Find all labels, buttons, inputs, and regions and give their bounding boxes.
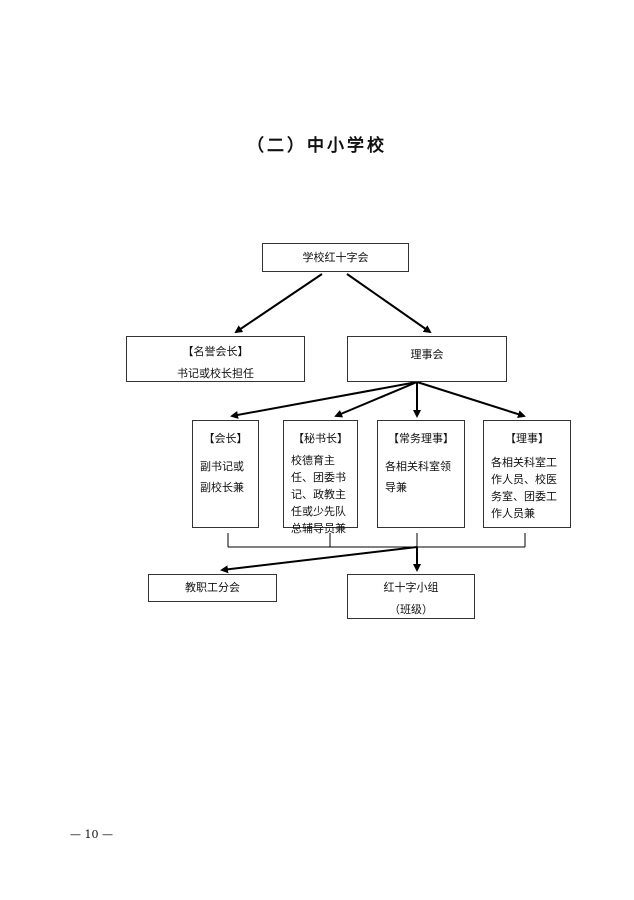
staff-union-box: 教职工分会 [148, 574, 277, 602]
arrow-council-to-secretary [334, 381, 418, 418]
staff-union-label: 教职工分会 [185, 581, 240, 594]
director-line: 务室、团委工 [491, 490, 557, 503]
arrow-root-to-council [346, 273, 432, 334]
director-line: 各相关科室工 [491, 456, 557, 469]
secretary-line: 记、政教主 [291, 488, 346, 501]
executive-line: 各相关科室领 [385, 460, 451, 473]
honorary-desc: 书记或校长担任 [177, 367, 254, 380]
secretary-general-box: 【秘书长】 校德育主 任、团委书 记、政教主 任或少先队 总辅导员兼 [283, 420, 358, 535]
arrow-council-to-president [230, 381, 418, 419]
director-line: 作人员兼 [491, 507, 535, 520]
president-box: 【会长】 副书记或 副校长兼 [192, 420, 259, 528]
arrow-to-union [220, 546, 418, 574]
executive-director-box: 【常务理事】 各相关科室领 导兼 [377, 420, 465, 528]
secretary-line: 总辅导员兼 [291, 522, 346, 535]
secretary-title: 【秘书长】 [293, 432, 348, 445]
president-line: 副校长兼 [200, 481, 244, 494]
root-label: 学校红十字会 [302, 251, 369, 264]
secretary-line: 校德育主 [291, 454, 335, 467]
council-label: 理事会 [410, 348, 444, 361]
council-box: 理事会 [347, 336, 507, 382]
director-line: 作人员、校医 [491, 473, 557, 486]
president-line: 副书记或 [200, 460, 244, 473]
page-heading: （二）中小学校 [247, 136, 387, 156]
secretary-line: 任、团委书 [291, 471, 346, 484]
group-sub: （班级） [389, 603, 433, 616]
root-box: 学校红十字会 [262, 243, 409, 272]
arrow-council-to-director [416, 381, 526, 418]
page-number: — 10 — [70, 828, 113, 841]
director-box: 【理事】 各相关科室工 作人员、校医 务室、团委工 作人员兼 [483, 420, 571, 528]
honorary-title: 【名誉会长】 [182, 345, 249, 358]
honorary-president-box: 【名誉会长】 书记或校长担任 [126, 336, 305, 382]
executive-title: 【常务理事】 [388, 432, 454, 445]
director-title: 【理事】 [505, 432, 549, 445]
group-label: 红十字小组 [383, 581, 439, 594]
red-cross-group-box: 红十字小组 （班级） [347, 574, 475, 619]
secretary-line: 任或少先队 [291, 505, 346, 518]
president-title: 【会长】 [203, 432, 248, 445]
arrow-root-to-honorary [234, 273, 323, 334]
executive-line: 导兼 [385, 481, 407, 494]
